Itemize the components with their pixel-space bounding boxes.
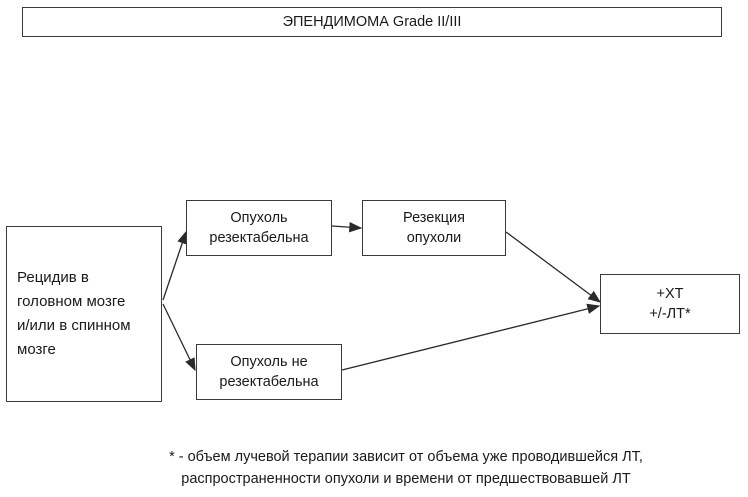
node-resectable-line-2: резектабельна xyxy=(209,230,309,246)
node-recurrence-line-1: Рецидив в xyxy=(17,269,89,286)
arrow-recurrence-to-resectable xyxy=(162,230,188,301)
node-recurrence-line-2: головном мозге xyxy=(17,293,126,310)
arrow-nonresectable-to-therapy xyxy=(341,303,601,371)
node-resectable: Опухоль резектабельна xyxy=(186,200,332,256)
node-therapy: +ХТ +/-ЛТ* xyxy=(600,274,740,334)
node-nonresectable-line-2: резектабельна xyxy=(219,374,319,390)
footnote-line-2: распространенности опухоли и времени от … xyxy=(181,471,631,487)
node-recurrence-line-3: и/или в спинном xyxy=(17,317,131,334)
arrow-resection-to-therapy xyxy=(505,231,602,303)
footnote: * - объем лучевой терапии зависит от объ… xyxy=(86,446,726,490)
node-resectable-line-1: Опухоль xyxy=(230,210,288,226)
arrow-resectable-to-resection xyxy=(331,222,363,233)
node-recurrence-line-4: мозге xyxy=(17,341,56,358)
node-nonresectable: Опухоль не резектабельна xyxy=(196,344,342,400)
node-therapy-line-1: +ХТ xyxy=(656,286,684,302)
footnote-line-1: * - объем лучевой терапии зависит от объ… xyxy=(169,449,643,465)
node-resection-line-1: Резекция xyxy=(403,210,465,226)
diagram-title: ЭПЕНДИМОМА Grade II/III xyxy=(22,7,722,37)
node-nonresectable-line-1: Опухоль не xyxy=(230,354,308,370)
node-therapy-line-2: +/-ЛТ* xyxy=(649,306,691,322)
node-resection-line-2: опухоли xyxy=(406,230,462,246)
arrow-recurrence-to-nonresectable xyxy=(162,303,196,372)
title-text: ЭПЕНДИМОМА Grade II/III xyxy=(282,14,462,30)
node-resection: Резекция опухоли xyxy=(362,200,506,256)
node-recurrence: Рецидив в головном мозге и/или в спинном… xyxy=(6,226,162,402)
